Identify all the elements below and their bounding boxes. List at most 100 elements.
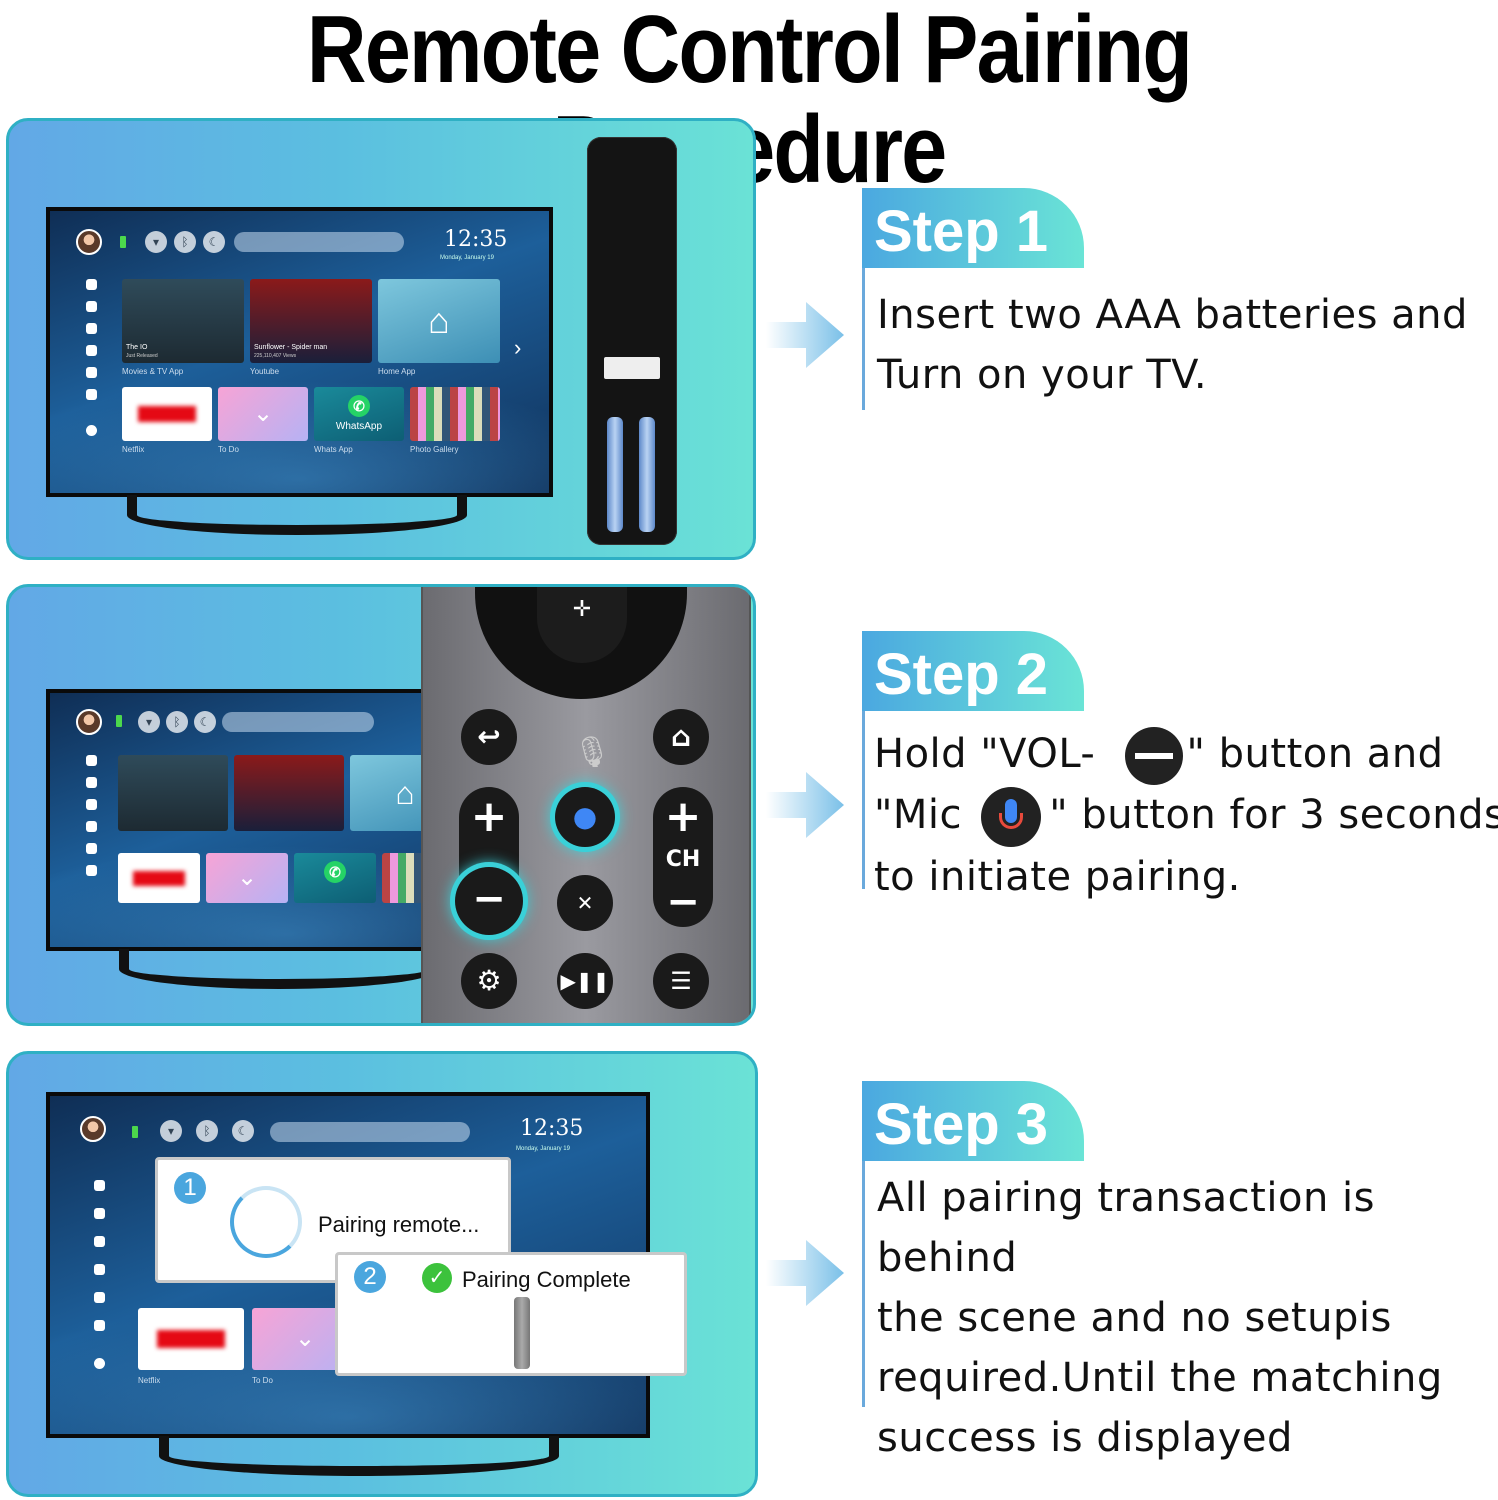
tv-stand xyxy=(159,1436,559,1476)
tile-label: To Do xyxy=(218,445,239,454)
todo-tile: ⌄ xyxy=(206,853,288,903)
whatsapp-tile: ✆WhatsApp xyxy=(314,387,404,441)
movie-tile xyxy=(118,755,228,831)
tile-label: To Do xyxy=(252,1376,273,1385)
clock-icon xyxy=(94,1264,105,1275)
back-button: ↩ xyxy=(461,709,517,765)
step1-divider xyxy=(862,268,865,410)
pairing-status-text: Pairing remote... xyxy=(318,1212,480,1237)
bluetooth-icon: ᛒ xyxy=(196,1120,218,1142)
sidebar-icon xyxy=(86,755,97,766)
photo-gallery-tile xyxy=(410,387,500,441)
vol-minus-inline-icon xyxy=(1124,727,1183,785)
loading-spinner-icon xyxy=(230,1186,302,1258)
aaa-battery xyxy=(639,417,655,532)
netflix-tile xyxy=(118,853,200,903)
step3-divider xyxy=(862,1161,865,1407)
apps-icon xyxy=(86,843,97,854)
aaa-battery xyxy=(607,417,623,532)
settings-icon xyxy=(86,425,97,436)
step3-text: All pairing transaction is behind the sc… xyxy=(877,1175,1443,1461)
play-icon xyxy=(86,865,97,876)
tile-label: Whats App xyxy=(314,445,353,454)
music-icon xyxy=(94,1208,105,1219)
sidebar-icon xyxy=(86,279,97,290)
search-bar xyxy=(222,712,374,732)
wifi-icon: ▾ xyxy=(138,711,160,733)
clock: 12:35 xyxy=(520,1116,584,1141)
night-mode-icon: ☾ xyxy=(203,231,225,253)
step2-illustration-panel: ▾ ᛒ ☾ ⌂ ⌄ ✆ ✛ ↩ ⌂ 🎙 + − ● + CH − xyxy=(6,584,756,1026)
tv-stand xyxy=(127,495,467,535)
play-icon xyxy=(94,1320,105,1331)
tile-label: Netflix xyxy=(138,1376,161,1385)
mic-button-highlighted: ● xyxy=(555,787,615,847)
play-pause-button: ▶❚❚ xyxy=(557,953,613,1009)
tile-label: Netflix xyxy=(122,445,145,454)
dpad: ✛ xyxy=(475,587,687,699)
ok-button: ✛ xyxy=(537,587,627,663)
movie-tile: The IO Just Released xyxy=(122,279,244,363)
night-mode-icon: ☾ xyxy=(194,711,216,733)
tile-label: Home App xyxy=(378,367,416,376)
home-app-tile: ⌂ xyxy=(378,279,500,363)
settings-button: ⚙ xyxy=(461,953,517,1009)
tv-stand xyxy=(119,949,439,989)
camera-icon xyxy=(86,323,97,334)
vol-minus-button-highlighted: − xyxy=(455,867,523,935)
mic-indicator-icon: 🎙 xyxy=(573,736,612,769)
camera-icon xyxy=(86,799,97,810)
search-bar xyxy=(270,1122,470,1142)
battery-icon xyxy=(132,1126,138,1138)
tile-label: Photo Gallery xyxy=(410,445,459,454)
clock-icon xyxy=(86,345,97,356)
settings-icon xyxy=(94,1358,105,1369)
netflix-tile xyxy=(138,1308,244,1370)
mic-inline-icon xyxy=(981,787,1042,847)
clock-icon xyxy=(86,821,97,832)
music-icon xyxy=(86,301,97,312)
step3-heading: Step 3 xyxy=(862,1081,1084,1161)
apps-icon xyxy=(86,367,97,378)
home-button: ⌂ xyxy=(653,709,709,765)
whatsapp-tile: ✆ xyxy=(294,853,376,903)
menu-button: ☰ xyxy=(653,953,709,1009)
step1-heading: Step 1 xyxy=(862,188,1084,268)
mute-button: ✕ xyxy=(557,875,613,931)
play-icon xyxy=(86,389,97,400)
clock: 12:35 xyxy=(444,227,508,252)
wifi-icon: ▾ xyxy=(145,231,167,253)
step2-heading: Step 2 xyxy=(862,631,1084,711)
remote-back-open-battery xyxy=(587,137,677,545)
camera-icon xyxy=(94,1236,105,1247)
pairing-complete-dialog: 2 ✓ Pairing Complete xyxy=(335,1252,687,1376)
check-icon: ✓ xyxy=(422,1263,452,1293)
step2-text: Hold "VOL- " button and "Mic " button fo… xyxy=(874,724,1498,907)
step1-text: Insert two AAA batteries and Turn on you… xyxy=(877,292,1468,398)
todo-tile: ⌄ xyxy=(218,387,308,441)
tile-label: Youtube xyxy=(250,367,280,376)
bluetooth-icon: ᛒ xyxy=(166,711,188,733)
movie-tile xyxy=(234,755,344,831)
step-number-badge: 1 xyxy=(174,1172,206,1204)
arrow-right-icon xyxy=(766,772,844,838)
night-mode-icon: ☾ xyxy=(232,1120,254,1142)
wifi-icon: ▾ xyxy=(160,1120,182,1142)
step2-divider xyxy=(862,711,865,889)
arrow-right-icon xyxy=(766,302,844,368)
bluetooth-icon: ᛒ xyxy=(174,231,196,253)
date: Monday, January 19 xyxy=(516,1146,570,1152)
arrow-right-icon xyxy=(766,1240,844,1306)
music-icon xyxy=(86,777,97,788)
apps-icon xyxy=(94,1292,105,1303)
battery-icon xyxy=(120,236,126,248)
tv-screen: ▾ ᛒ ☾ 12:35 Monday, January 19 The IO Ju… xyxy=(46,207,553,497)
chevron-right-icon: › xyxy=(514,335,522,360)
sidebar-icon xyxy=(94,1180,105,1191)
search-bar xyxy=(234,232,404,252)
page-title: Remote Control Pairing Procedure xyxy=(306,0,1193,200)
remote-icon xyxy=(514,1297,530,1369)
avatar xyxy=(76,709,102,735)
avatar xyxy=(80,1116,106,1142)
netflix-tile xyxy=(122,387,212,441)
